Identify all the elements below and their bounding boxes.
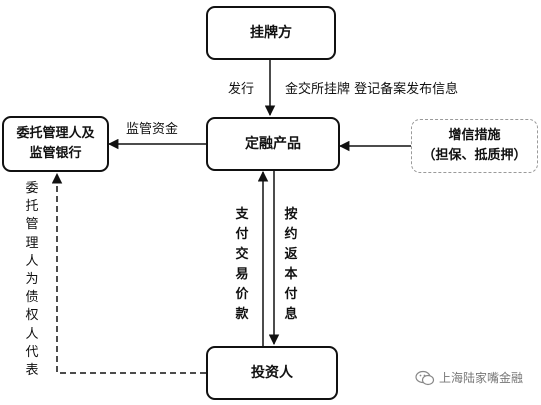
issuer-node: 挂牌方 [206, 6, 336, 60]
product-label: 定融产品 [245, 136, 301, 152]
investor-node: 投资人 [206, 346, 338, 400]
custody-funds-edge-label: 监管资金 [126, 122, 179, 137]
listing-edge-label: 金交所挂牌 登记备案发布信息 [285, 82, 459, 97]
trustee-rep-edge-label: 委托管理人为债权人代表 [25, 181, 39, 379]
trustee-label-line1: 委托管理人及 [16, 126, 95, 141]
trustee-node: 委托管理人及 监管银行 [2, 116, 109, 172]
repay-edge-label: 按约返本付息 [284, 207, 298, 322]
watermark-text: 上海陆家嘴金融 [439, 371, 524, 385]
watermark: 上海陆家嘴金融 [415, 369, 523, 386]
credit-label-line1: 增信措施 [448, 128, 501, 143]
wechat-icon [415, 370, 435, 385]
investor-to-trustee-dashed-arrow [51, 172, 206, 374]
issue-edge-label: 发行 [228, 82, 255, 97]
investor-label: 投资人 [251, 365, 293, 381]
credit-label-line2: （担保、抵质押） [422, 148, 527, 163]
pay-price-edge-label: 支付交易价款 [235, 207, 249, 322]
product-node: 定融产品 [206, 117, 340, 171]
issuer-label: 挂牌方 [250, 25, 292, 41]
credit-enhancement-node: 增信措施 （担保、抵质押） [411, 119, 538, 173]
trustee-label-line2: 监管银行 [29, 146, 82, 161]
